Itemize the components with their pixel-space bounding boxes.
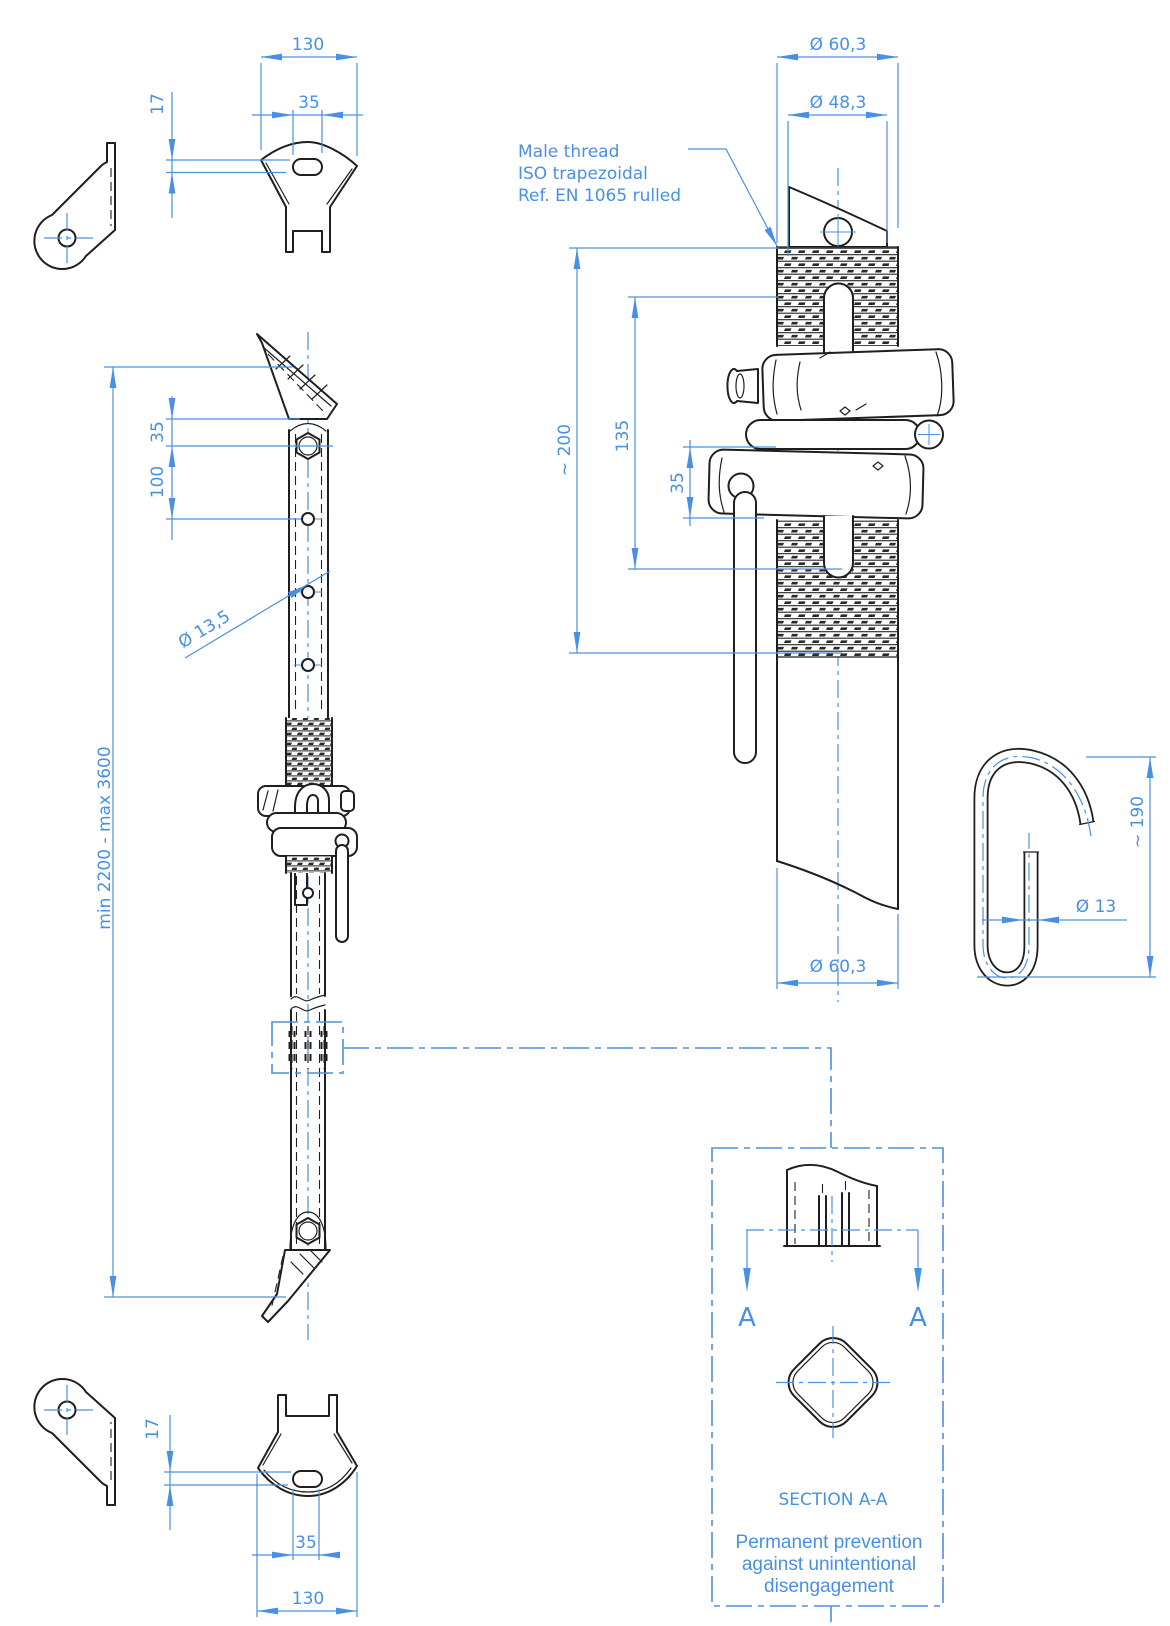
- dim-bottom-bracket-thickness: 17: [143, 1418, 163, 1440]
- dim-outer-dia-top: Ø 60,3: [810, 35, 867, 55]
- hook-detail-view: ~ 190 Ø 13: [973, 748, 1156, 987]
- dim-nut-height: 35: [668, 472, 688, 494]
- dim-exposed-length: ~ 200: [555, 424, 575, 476]
- dim-hole-pitch: 100: [148, 466, 168, 498]
- dim-slot-length: 135: [613, 420, 633, 452]
- dims-bottom-bracket: 17 35 130: [143, 1415, 358, 1617]
- note-male-thread-1: Male thread: [518, 142, 619, 162]
- bracket-front-view-bottom: [257, 1394, 358, 1497]
- section-cut-label-right: A: [909, 1303, 927, 1333]
- dim-overall-length: min 2200 - max 3600: [95, 746, 115, 929]
- dim-hook-wire-dia: Ø 13: [1076, 897, 1116, 917]
- locking-pin: [733, 491, 757, 764]
- dim-outer-dia-bottom: Ø 60,3: [810, 957, 867, 977]
- crimp-marks: [288, 1026, 328, 1069]
- dims-thread-detail: Ø 60,3 Ø 48,3 Male thread ISO trapezoida…: [518, 35, 899, 989]
- bracket-side-view-top: [33, 142, 116, 270]
- bracket-front-view-top: [260, 141, 358, 253]
- bracket-side-view-bottom: [33, 1377, 116, 1506]
- note-male-thread-2: ISO trapezoidal: [518, 164, 648, 184]
- dim-top-bracket-thickness: 17: [148, 93, 168, 115]
- adjustment-slot-upper: [823, 282, 854, 357]
- dims-top-bracket: 130 35 17: [148, 35, 363, 218]
- dim-bottom-bracket-width: 130: [292, 1589, 324, 1609]
- section-caption-3: disengagement: [764, 1576, 895, 1597]
- section-detail: A A SECTION A-A Permanent prevention aga…: [711, 1147, 944, 1622]
- dim-thread-dia: Ø 48,3: [810, 93, 867, 113]
- detail-leader-line: [343, 1047, 832, 1148]
- section-cut-label-left: A: [738, 1303, 756, 1333]
- dim-bottom-bracket-slot: 35: [295, 1533, 317, 1553]
- thread-detail-view: [707, 168, 955, 1002]
- dim-top-bracket-width: 130: [292, 35, 324, 55]
- section-frame: [711, 1147, 944, 1607]
- note-male-thread-3: Ref. EN 1065 rulled: [518, 186, 681, 206]
- adjustment-slot-lower: [823, 515, 854, 579]
- section-caption-1: Permanent prevention: [736, 1532, 923, 1553]
- prop-assembly-view: [256, 332, 832, 1340]
- section-caption-2: against unintentional: [742, 1554, 916, 1575]
- dim-hook-length: ~ 190: [1128, 796, 1148, 848]
- section-title: SECTION A-A: [779, 1490, 888, 1510]
- dim-hole-offset: 35: [148, 421, 168, 443]
- dim-top-bracket-slot: 35: [298, 93, 320, 113]
